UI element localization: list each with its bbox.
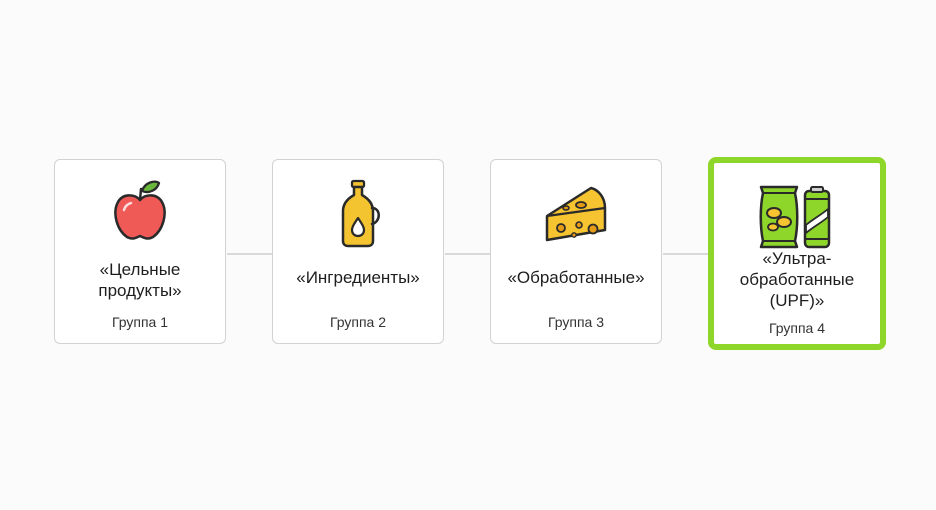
group-label: Группа 4 xyxy=(768,320,826,336)
connector-line-1-2 xyxy=(227,253,272,255)
group-label: Группа 3 xyxy=(547,314,605,330)
card-title: «Цельные продукты» xyxy=(98,260,182,300)
group-label: Группа 2 xyxy=(329,314,387,330)
card-group-3: «Обработанные» Группа 3 xyxy=(490,159,662,344)
connector-line-2-3 xyxy=(445,253,490,255)
cheese-icon xyxy=(541,178,611,248)
card-title: «Обработанные» xyxy=(507,268,645,287)
group-label: Группа 1 xyxy=(111,314,169,330)
card-group-1: «Цельные продукты» Группа 1 xyxy=(54,159,226,344)
card-group-4: «Ультра- обработанные (UPF)» Группа 4 xyxy=(708,157,886,350)
connector-line-3-4 xyxy=(663,253,709,255)
card-title: «Ингредиенты» xyxy=(296,268,420,287)
card-title: «Ультра- обработанные (UPF)» xyxy=(739,249,855,310)
card-group-2: «Ингредиенты» Группа 2 xyxy=(272,159,444,344)
oil-bottle-icon xyxy=(323,178,393,248)
apple-icon xyxy=(105,178,175,248)
chips-and-soda-icon xyxy=(755,179,839,249)
